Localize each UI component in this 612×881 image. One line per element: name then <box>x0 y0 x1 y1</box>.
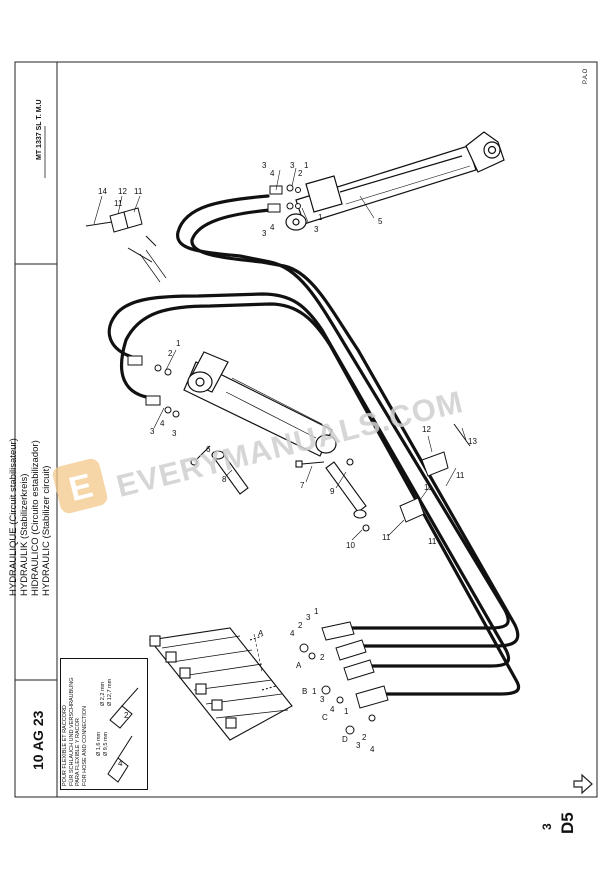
callout-11-e: 11 <box>456 471 465 480</box>
title-fr: HYDRAULIQUE (Circuit stabilisateur) <box>8 438 19 596</box>
callout-3-g: 3 <box>306 613 311 622</box>
callout-4-c: 4 <box>160 419 165 428</box>
callout-14: 14 <box>98 187 107 196</box>
hose-size-a2: Ø 9,5 mm <box>102 731 109 756</box>
label-A-1: A <box>258 629 264 638</box>
callout-13: 13 <box>468 437 477 446</box>
upper-fittings <box>267 184 301 213</box>
next-page-arrow-icon <box>573 773 593 795</box>
label-B: B <box>302 687 307 696</box>
callout-1-a: 1 <box>304 161 309 170</box>
page-section: D5 <box>558 812 577 834</box>
callout-3-d: 3 <box>314 225 319 234</box>
callout-1-f: 1 <box>344 707 349 716</box>
note-line-es: PARA FLEXIBLE Y RACOR <box>75 718 82 786</box>
label-D: D <box>342 735 348 744</box>
callout-1-b: 1 <box>318 213 323 222</box>
callout-9: 9 <box>330 487 335 496</box>
hose-3 <box>107 292 511 668</box>
hose-clamps <box>399 423 471 523</box>
callout-2-d: 2 <box>320 653 325 662</box>
callout-11-d: 11 <box>428 537 437 546</box>
callout-4-e: 4 <box>330 705 335 714</box>
pin-part <box>190 445 249 495</box>
callout-4-a: 4 <box>270 169 275 178</box>
hose-end-fittings <box>299 621 389 735</box>
lower-stabilizer-cylinder <box>183 351 337 457</box>
hose-size-b2: Ø 12,7 mm <box>106 678 113 706</box>
hose-note-text: POUR FLEXIBLE ET RACCORD FÜR SCHLAUCH UN… <box>62 678 88 786</box>
model-reference: MT 1337 SL T. M.U <box>36 99 43 160</box>
callout-2-c: 2 <box>298 621 303 630</box>
note-line-de: FÜR SCHLAUCH UND VERSCHRAUBUNG <box>68 677 75 786</box>
callout-2-a: 2 <box>298 169 303 178</box>
title-es: HIDRAULICO (Circuito estabilizador) <box>30 440 41 596</box>
upper-stabilizer-cylinder <box>285 131 505 231</box>
hose-1 <box>176 194 510 630</box>
connection-marks <box>139 249 167 283</box>
callout-4-g: 4 <box>118 759 123 768</box>
watermark-logo: E <box>52 458 108 514</box>
page-number: 3 <box>540 823 554 830</box>
label-A-2: A <box>296 661 302 670</box>
callout-12-b: 12 <box>422 425 431 434</box>
lower-fittings <box>127 355 180 418</box>
document-code: 10 AG 23 <box>30 710 46 770</box>
callout-3-a: 3 <box>262 161 267 170</box>
callouts: 14 12 11 11 3 4 3 2 1 3 4 3 1 5 1 2 3 4 … <box>98 161 477 768</box>
callout-leader-lines <box>93 167 467 673</box>
page-frame <box>14 61 598 798</box>
callout-7: 7 <box>300 481 305 490</box>
title-de: HYDRAULIK (Stabilizerkreis) <box>19 473 30 596</box>
callout-11-f: 11 <box>424 483 433 492</box>
callout-3-i: 3 <box>356 741 361 750</box>
hose-size-a: Ø 1,6 mm Ø 9,5 mm <box>96 732 109 756</box>
callout-1-e: 1 <box>312 687 317 696</box>
callout-10: 10 <box>346 541 355 550</box>
callout-6: 6 <box>206 445 211 454</box>
callout-12: 12 <box>118 187 127 196</box>
callout-3-b: 3 <box>290 161 295 170</box>
rod-part <box>325 458 370 532</box>
hydraulic-hoses <box>107 194 521 696</box>
hose-size-a1: Ø 1,6 mm <box>96 731 102 756</box>
callout-11-c: 11 <box>382 533 391 542</box>
callout-5: 5 <box>378 217 383 226</box>
bolt-part <box>295 460 325 468</box>
callout-1-d: 1 <box>314 607 319 616</box>
callout-3-h: 3 <box>320 695 325 704</box>
title-en: HYDRAULIC (Stabilizer circuit) <box>41 465 52 596</box>
callout-3-c: 3 <box>262 229 267 238</box>
callout-2-e: 2 <box>362 733 367 742</box>
callout-8: 8 <box>222 475 227 484</box>
callout-11-a: 11 <box>134 187 143 196</box>
control-valve-block <box>148 627 293 741</box>
pao-label: P.A.O <box>583 68 589 84</box>
callout-3-f: 3 <box>172 429 177 438</box>
hose-4 <box>119 302 521 696</box>
callout-2-f: 2 <box>124 711 129 720</box>
note-line-en: FOR HOSE AND CONNECTION <box>81 705 88 786</box>
hose-size-b: Ø 2,2 mm Ø 12,7 mm <box>100 679 113 706</box>
callout-11-b: 11 <box>114 199 123 208</box>
label-C: C <box>322 713 328 722</box>
callout-1-c: 1 <box>176 339 181 348</box>
callout-3-e: 3 <box>150 427 155 436</box>
hose-size-samples <box>107 687 139 783</box>
callout-2-b: 2 <box>168 349 173 358</box>
callout-4-d: 4 <box>290 629 295 638</box>
hose-2 <box>190 208 520 648</box>
callout-4-f: 4 <box>370 745 375 754</box>
callout-4-b: 4 <box>270 223 275 232</box>
upper-clamp-assembly <box>85 207 157 263</box>
note-line-fr: POUR FLEXIBLE ET RACCORD <box>62 705 68 786</box>
title-block: HYDRAULIQUE (Circuit stabilisateur) HYDR… <box>8 438 52 596</box>
hose-size-b1: Ø 2,2 mm <box>100 681 106 706</box>
